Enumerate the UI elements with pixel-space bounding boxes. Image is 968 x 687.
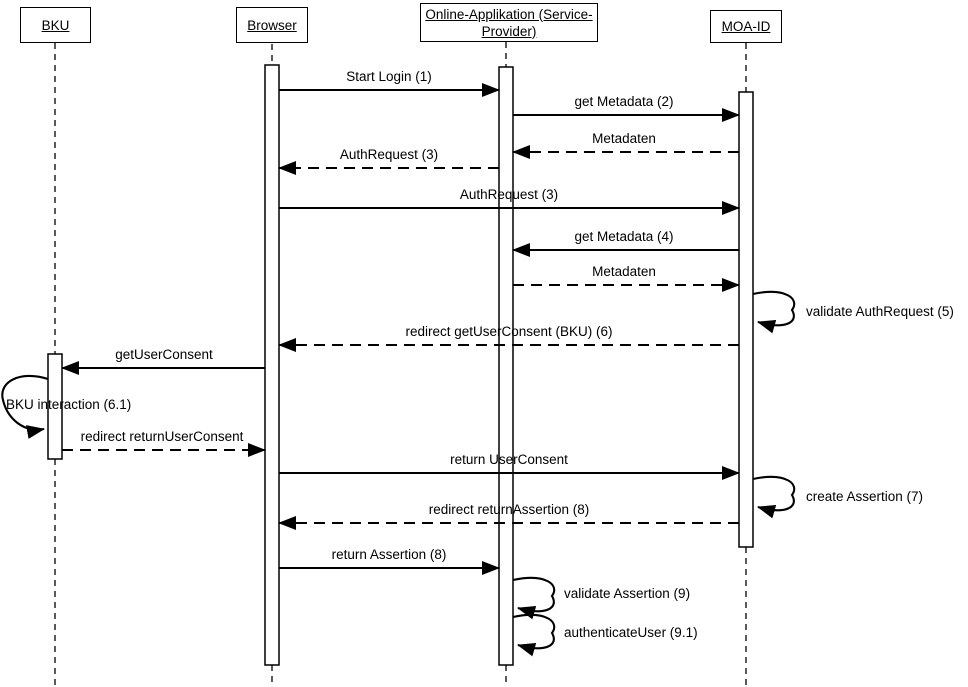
activation-online-applikation [498,66,514,666]
label-authrequest-response: AuthRequest (3) [339,147,439,162]
label-metadaten-1: Metadaten [592,131,656,146]
activation-browser [264,64,280,666]
actor-online-applikation: Online-Applikation (Service-Provider) [420,3,598,42]
label-return-assertion: return Assertion (8) [331,547,447,562]
self-loop-bku-interaction [1,374,49,439]
label-getuserconsent: getUserConsent [115,347,213,362]
label-return-userconsent: return UserConsent [450,452,568,467]
self-loop-authenticateuser [512,613,556,657]
label-get-metadata-2: get Metadata (2) [574,94,674,109]
label-authenticateuser: authenticateUser (9.1) [564,625,698,640]
label-metadaten-2: Metadaten [592,264,656,279]
label-bku-interaction: BKU interaction (6.1) [6,397,132,412]
self-loop-validate-authrequest [752,290,796,334]
label-get-metadata-4: get Metadata (4) [574,229,674,244]
label-redirect-returnassertion: redirect returnAssertion (8) [428,502,590,517]
actor-browser: Browser [236,7,308,43]
label-redirect-getuserconsent: redirect getUserConsent (BKU) (6) [405,324,613,339]
actor-moa-id: MOA-ID [710,10,782,43]
label-validate-authrequest: validate AuthRequest (5) [806,304,954,319]
label-validate-assertion: validate Assertion (9) [564,586,691,601]
activation-bku [47,353,63,460]
lifelines [54,42,747,686]
activation-bars [47,64,754,666]
self-loop-validate-assertion [512,576,556,620]
label-start-login: Start Login (1) [346,69,432,84]
self-loop-create-assertion [752,475,796,519]
activation-moa-id [738,91,754,548]
label-authrequest: AuthRequest (3) [459,187,559,202]
actor-bku: BKU [20,7,91,43]
label-create-assertion: create Assertion (7) [806,489,924,504]
label-redirect-returnuserconsent: redirect returnUserConsent [80,429,244,444]
message-arrows [1,83,796,657]
